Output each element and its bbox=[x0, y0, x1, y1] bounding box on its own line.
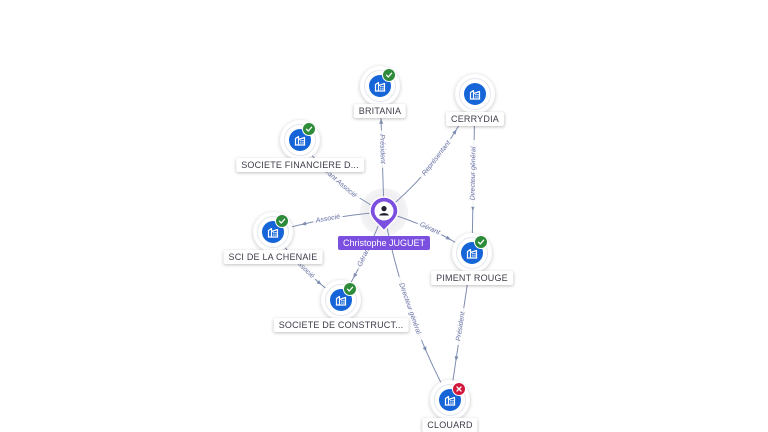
edge-label-background bbox=[354, 243, 375, 271]
person-icon bbox=[369, 196, 399, 232]
node-ring bbox=[459, 78, 491, 110]
company-label: SOCIETE DE CONSTRUCT... bbox=[273, 318, 409, 332]
edge-arrow-center-cerrydia bbox=[452, 129, 457, 135]
check-badge-icon bbox=[474, 235, 488, 249]
node-ring bbox=[434, 384, 466, 416]
edge-arrow-cerrydia-piment bbox=[470, 205, 475, 211]
building-icon bbox=[464, 83, 486, 105]
node-ring bbox=[284, 124, 316, 156]
edge-arrow-piment-clouard bbox=[454, 356, 459, 362]
edge-arrow-chenaie-construct bbox=[316, 280, 322, 285]
check-badge-icon bbox=[343, 282, 357, 296]
edge-arrow-center-clouard bbox=[422, 346, 427, 352]
edge-arrow-center-britania bbox=[379, 118, 384, 124]
node-ring bbox=[364, 70, 396, 102]
node-ring bbox=[325, 284, 357, 316]
edge-label: Associé bbox=[314, 213, 340, 224]
edge-arrow-center-piment bbox=[445, 235, 451, 240]
edge-label: Président bbox=[378, 134, 386, 165]
edge-label-background bbox=[394, 275, 425, 342]
edge-label-background bbox=[418, 136, 455, 181]
edge-arrow-center-construct bbox=[353, 272, 358, 279]
edge-label-background bbox=[453, 307, 469, 346]
company-label: CERRYDIA bbox=[446, 112, 504, 126]
close-badge-icon bbox=[452, 382, 466, 396]
company-label: SOCIETE FINANCIERE D... bbox=[236, 158, 364, 172]
company-label: PIMENT ROUGE bbox=[431, 271, 513, 285]
check-badge-icon bbox=[382, 68, 396, 82]
edge-label: Gérant bbox=[419, 221, 442, 237]
edge-label-background bbox=[312, 211, 344, 227]
person-label: Christophe JUGUET bbox=[337, 236, 431, 250]
check-badge-icon bbox=[302, 122, 316, 136]
edge-arrow-center-chenaie bbox=[301, 221, 307, 226]
edge-label-background bbox=[376, 130, 388, 168]
node-ring bbox=[456, 237, 488, 269]
company-label: SCI DE LA CHENAIE bbox=[223, 250, 323, 264]
edge-label: Directeur général bbox=[469, 146, 477, 200]
node-ring bbox=[257, 216, 289, 248]
edge-label-background bbox=[468, 139, 479, 208]
company-label: CLOUARD bbox=[422, 418, 478, 432]
edge-label: Représentant bbox=[421, 139, 453, 177]
company-label: BRITANIA bbox=[353, 104, 407, 118]
check-badge-icon bbox=[275, 214, 289, 228]
edge-label: Président bbox=[455, 310, 466, 341]
edge-label-background bbox=[415, 219, 444, 239]
